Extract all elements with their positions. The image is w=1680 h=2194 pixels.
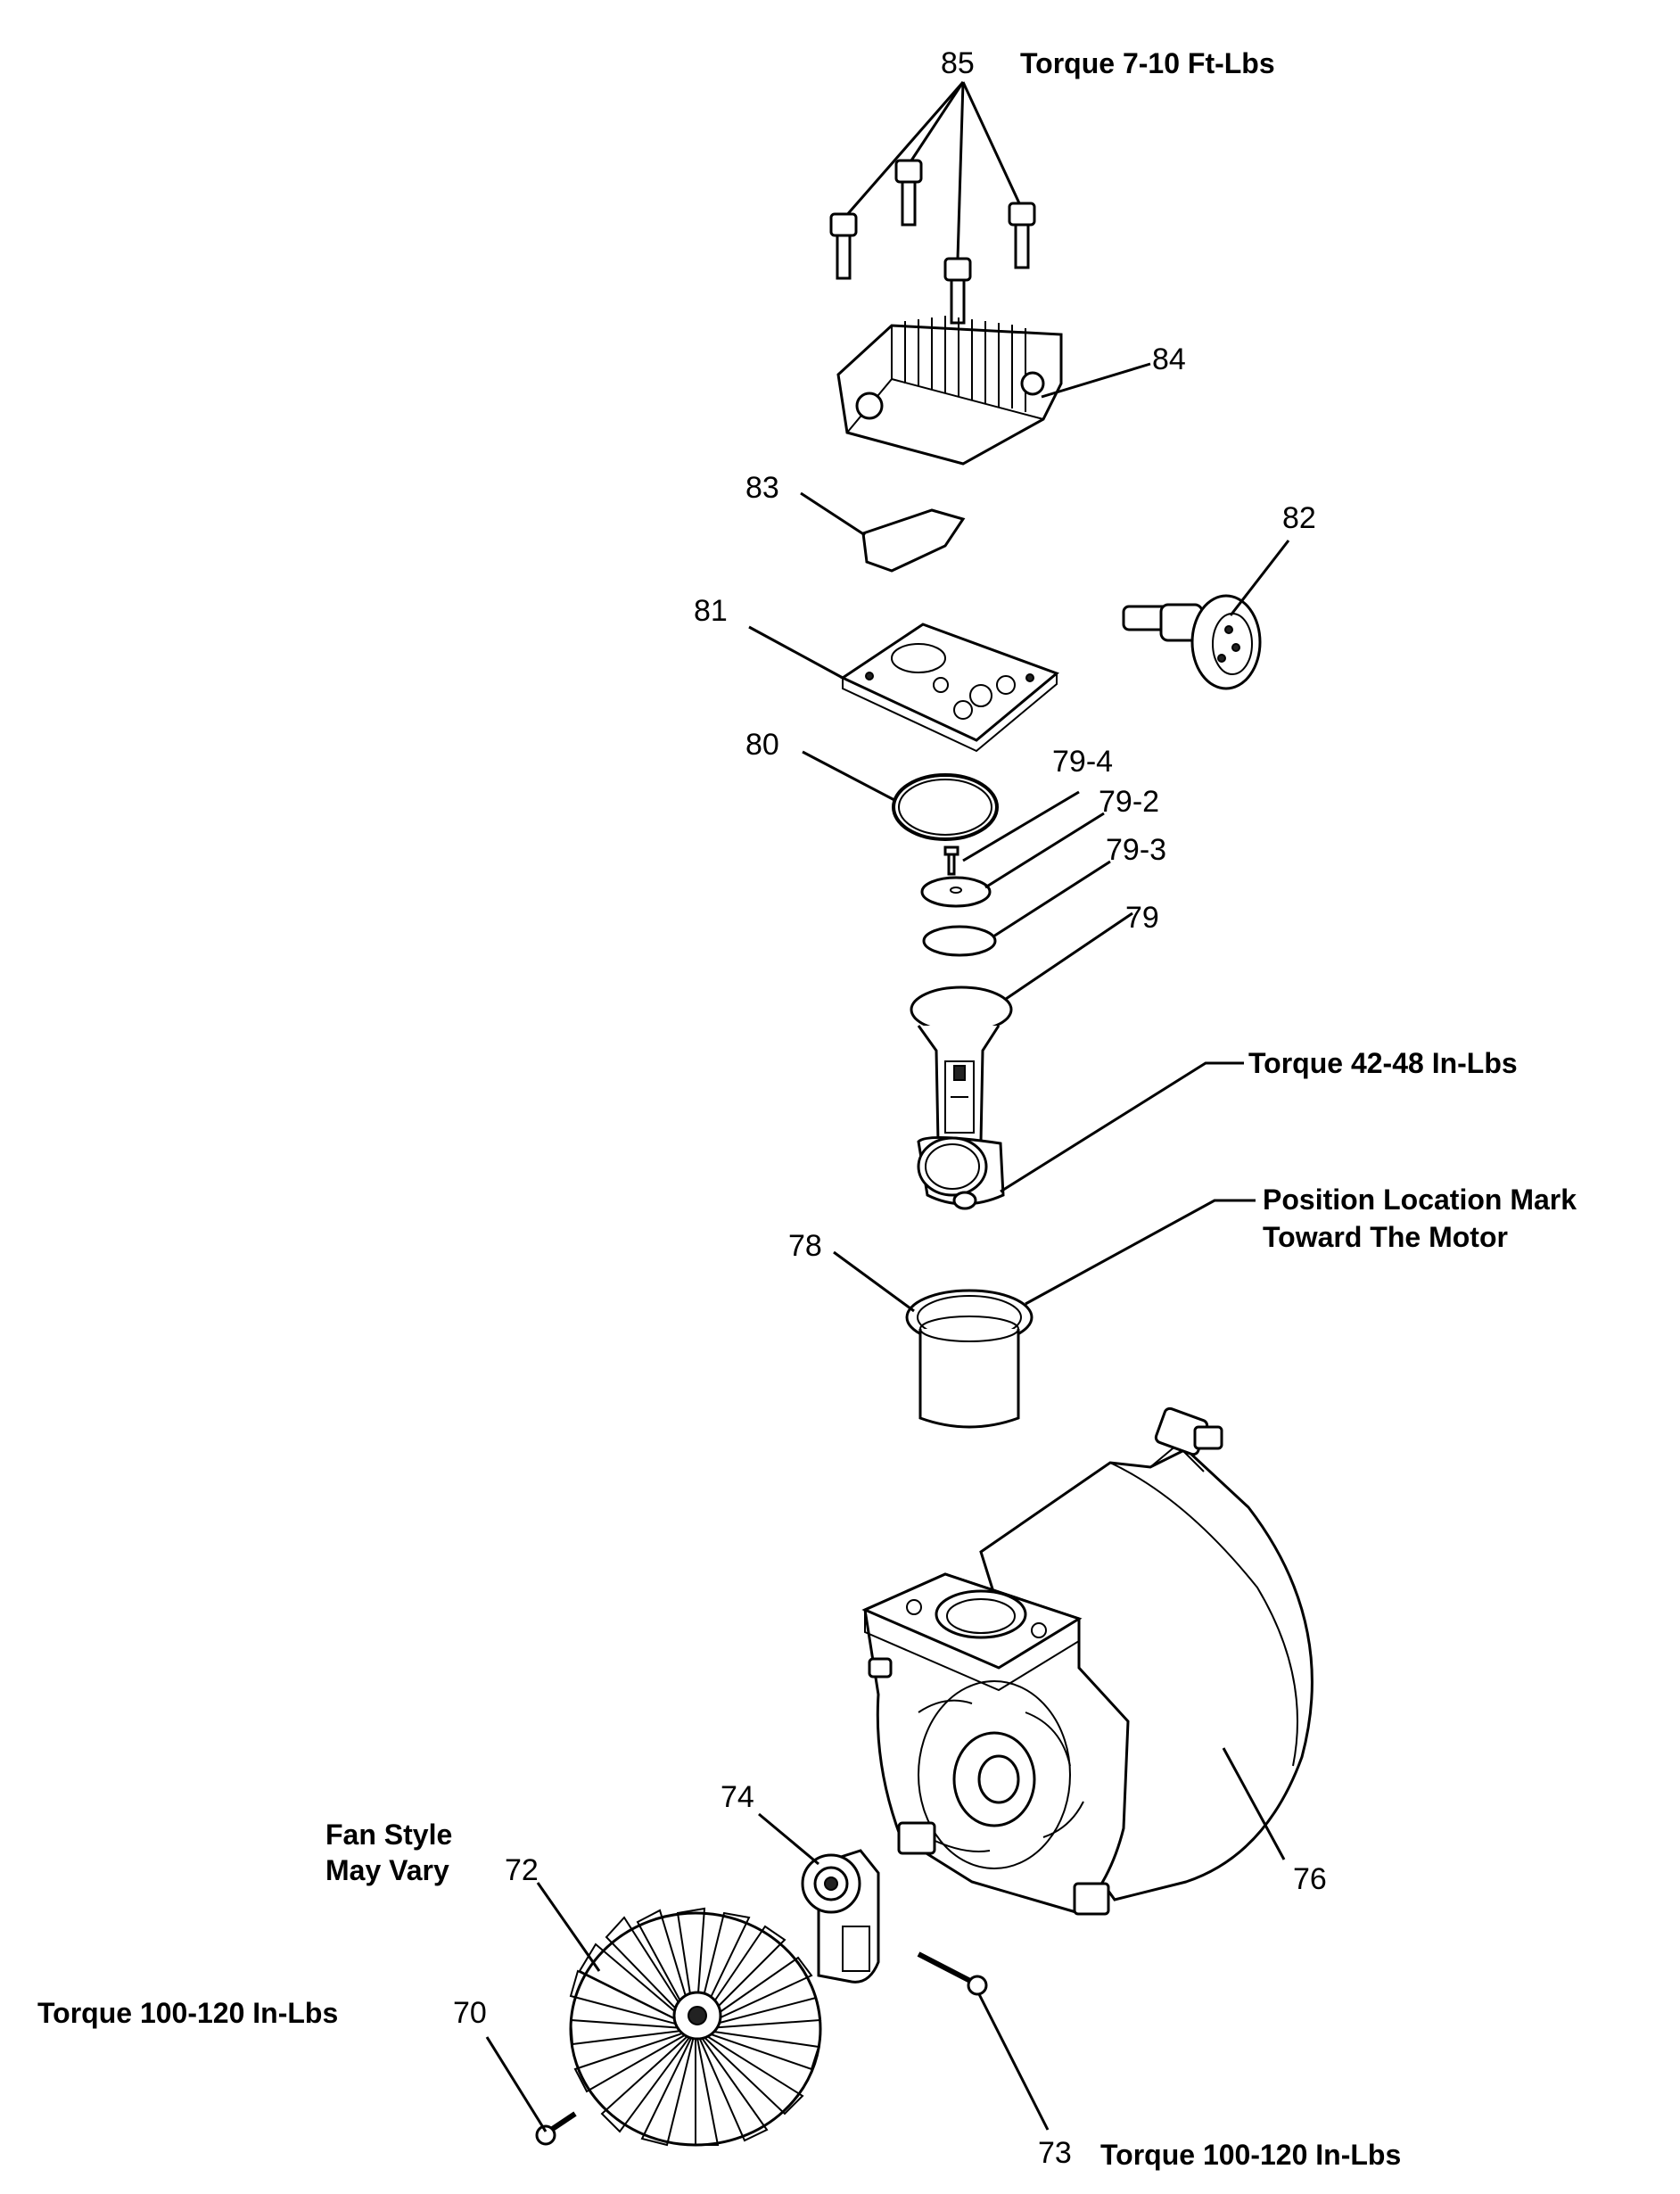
motor-crankcase <box>861 1406 1314 1916</box>
fan-note-line2: May Vary <box>325 1854 449 1886</box>
intake-filter-assembly <box>1122 594 1262 690</box>
part-number-73: 73 <box>1038 2136 1072 2170</box>
cylinder-head <box>836 316 1063 466</box>
cup-seal <box>922 925 997 957</box>
cylinder-sleeve <box>905 1289 1034 1429</box>
part-number-83: 83 <box>745 471 779 505</box>
part-number-72: 72 <box>505 1853 539 1887</box>
crank-bolt <box>917 1951 988 1996</box>
part-number-79-4: 79-4 <box>1052 745 1113 779</box>
eccentric-crank <box>801 1849 880 1984</box>
torque-note-85: Torque 7-10 Ft-Lbs <box>1020 47 1275 79</box>
o-ring <box>892 773 999 841</box>
retainer-screw <box>943 845 959 876</box>
cooling-fan <box>569 1907 822 2147</box>
fan-note-line1: Fan Style <box>325 1819 452 1851</box>
valve-plate <box>839 623 1059 753</box>
part-number-84: 84 <box>1152 342 1186 376</box>
part-number-81: 81 <box>694 594 728 628</box>
part-number-80: 80 <box>745 728 779 762</box>
part-number-74: 74 <box>721 1780 754 1814</box>
connecting-rod <box>910 986 1013 1210</box>
head-gasket <box>861 508 966 573</box>
part-number-79: 79 <box>1125 901 1159 935</box>
head-bolts <box>829 81 1036 325</box>
part-number-85: 85 <box>941 46 975 80</box>
part-number-70: 70 <box>453 1996 487 2030</box>
part-number-79-2: 79-2 <box>1099 785 1159 819</box>
torque-note-rod: Torque 42-48 In-Lbs <box>1248 1047 1518 1079</box>
torque-note-70: Torque 100-120 In-Lbs <box>37 1997 338 2029</box>
part-number-76: 76 <box>1293 1862 1327 1896</box>
fan-bolt <box>535 2111 577 2146</box>
torque-note-73: Torque 100-120 In-Lbs <box>1100 2139 1401 2171</box>
position-note-line2: Toward The Motor <box>1263 1221 1508 1253</box>
position-note-line1: Position Location Mark <box>1263 1184 1577 1216</box>
part-number-79-3: 79-3 <box>1106 833 1166 867</box>
part-number-82: 82 <box>1282 501 1316 535</box>
part-number-78: 78 <box>788 1229 822 1263</box>
